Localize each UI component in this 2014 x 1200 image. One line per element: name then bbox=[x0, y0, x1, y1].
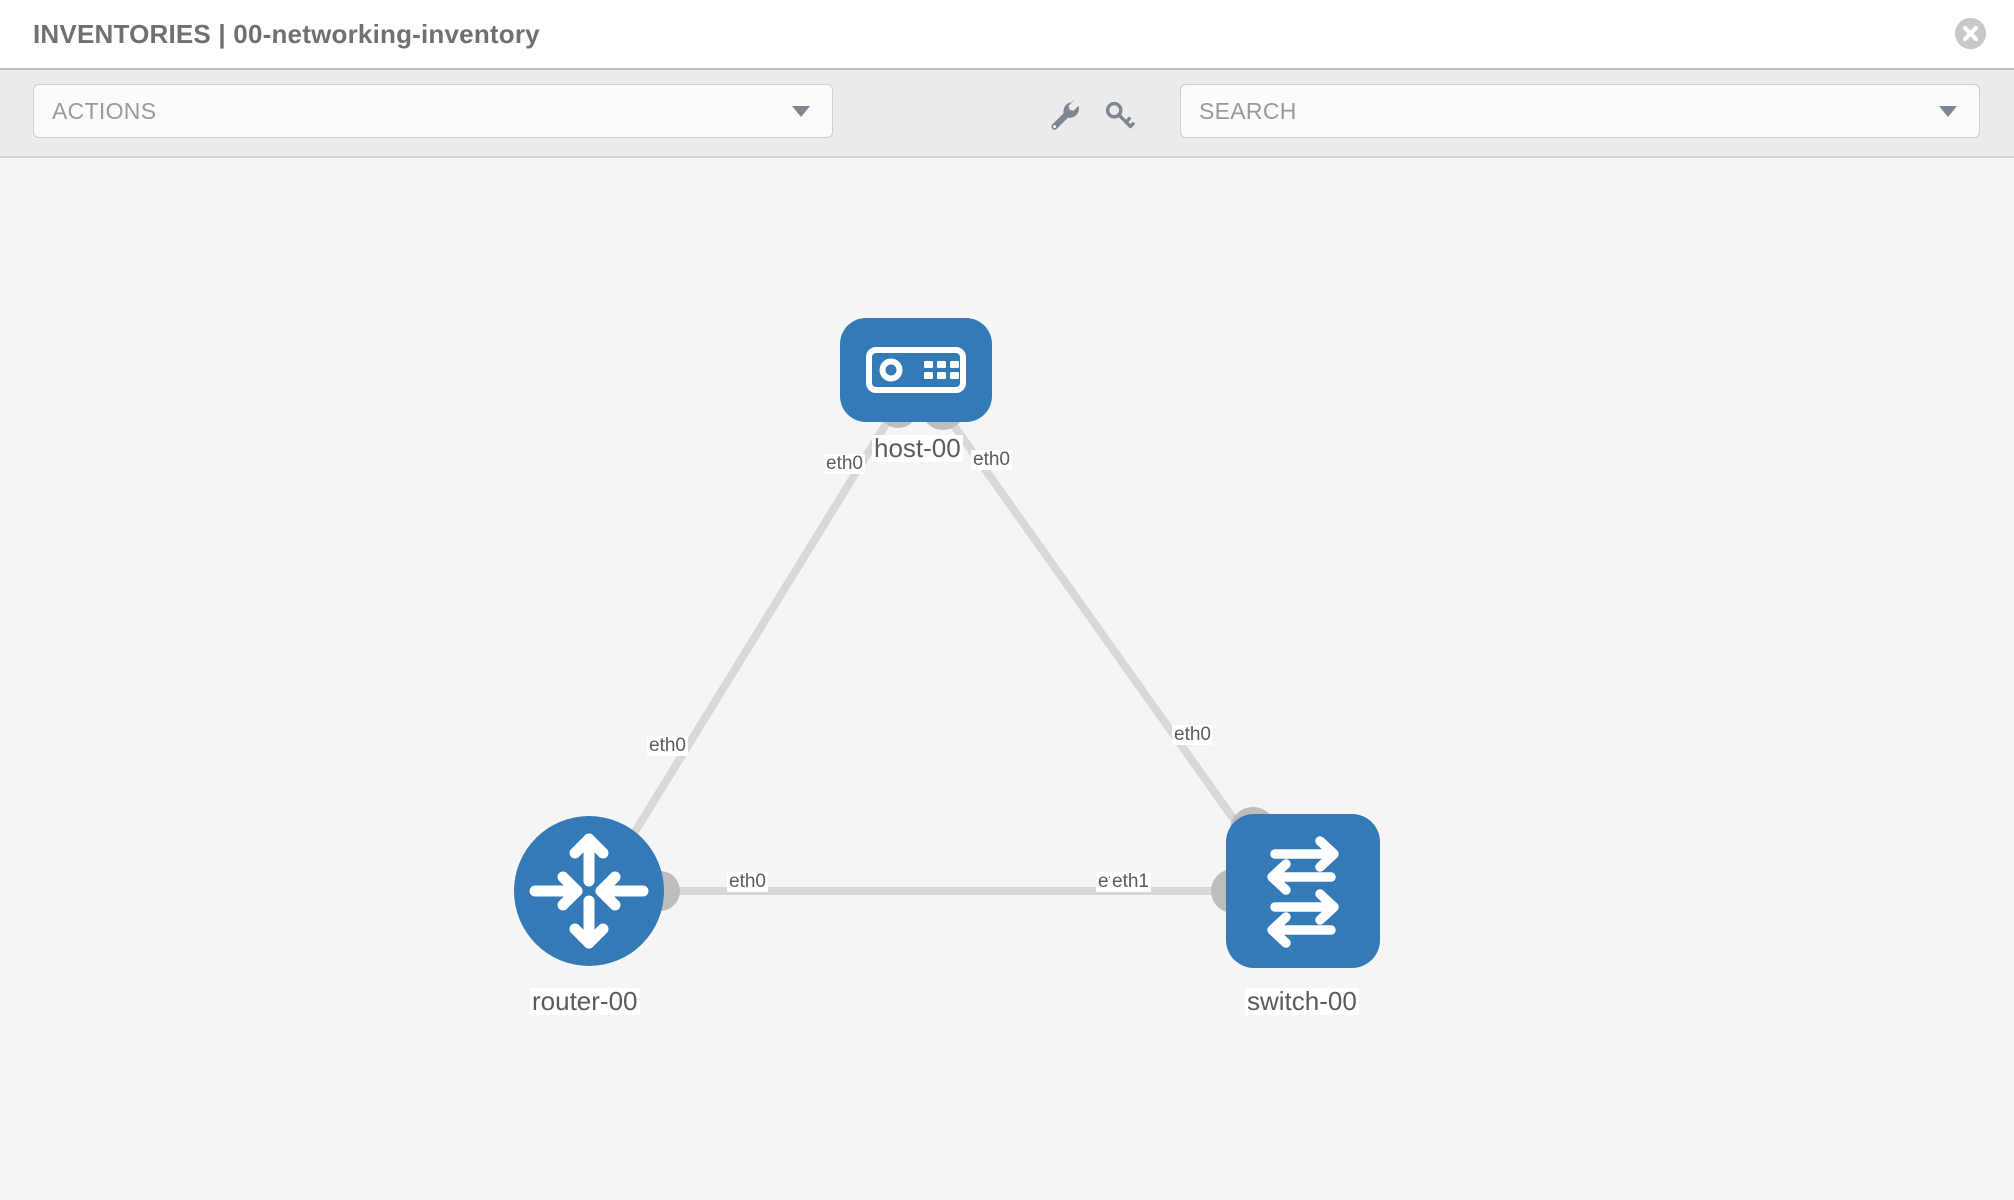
node-host-00 bbox=[840, 318, 992, 422]
topology-ports bbox=[640, 386, 1276, 913]
node-label-router-00[interactable]: router-00 bbox=[530, 986, 640, 1016]
actions-dropdown-label: ACTIONS bbox=[52, 97, 157, 124]
toolbar: ACTIONS bbox=[0, 68, 2014, 158]
page-header: INVENTORIES | 00-networking-inventory bbox=[0, 0, 2014, 68]
key-icon[interactable] bbox=[1098, 94, 1140, 136]
page-title: INVENTORIES | 00-networking-inventory bbox=[33, 18, 540, 49]
wrench-icon[interactable] bbox=[1043, 94, 1085, 136]
link-host00-switch00 bbox=[936, 402, 1249, 839]
chevron-down-icon bbox=[792, 105, 810, 117]
node-switch-00 bbox=[1226, 814, 1380, 968]
search-chevron-down-icon[interactable] bbox=[1939, 105, 1957, 117]
search-field[interactable] bbox=[1180, 84, 1980, 138]
search-input[interactable] bbox=[1199, 97, 1899, 125]
node-label-switch-00[interactable]: switch-00 bbox=[1245, 986, 1359, 1016]
interface-label-router00-eth0: eth0 bbox=[647, 735, 688, 756]
node-router-00 bbox=[514, 816, 664, 966]
interface-label-host00-eth0-right: eth0 bbox=[971, 449, 1012, 470]
interface-label-switch00-eth1: eth1 bbox=[1110, 871, 1151, 892]
interface-label-switch00-eth0: eth0 bbox=[1172, 724, 1213, 745]
interface-label-router00-eth0-to-switch: eth0 bbox=[727, 871, 768, 892]
close-icon[interactable] bbox=[1955, 18, 1986, 49]
interface-label-host00-eth0-left: eth0 bbox=[824, 453, 865, 474]
link-host00-router00 bbox=[621, 402, 901, 852]
actions-dropdown[interactable]: ACTIONS bbox=[33, 84, 833, 138]
topology-links bbox=[621, 402, 1249, 895]
node-label-host-00[interactable]: host-00 bbox=[872, 433, 963, 463]
topology-canvas[interactable]: host-00 router-00 switch-00 eth0 eth0 et… bbox=[0, 158, 2014, 1200]
